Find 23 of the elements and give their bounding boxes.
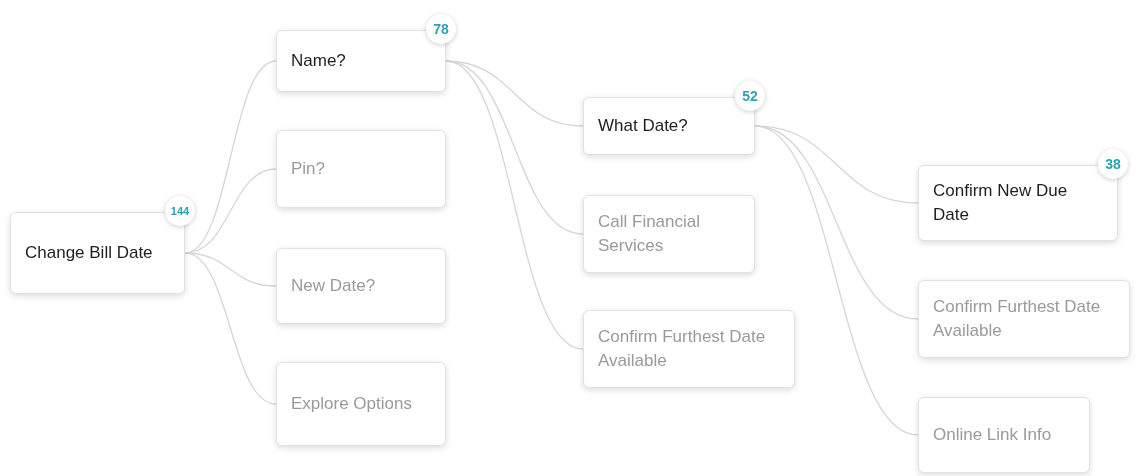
count-badge: 52	[735, 81, 765, 111]
step-label: Confirm Furthest Date Available	[598, 326, 767, 372]
step-label: New Date?	[291, 275, 376, 297]
step-card	[918, 397, 1090, 473]
step-label: What Date?	[598, 115, 688, 137]
step-label: Name?	[291, 50, 346, 72]
count-badge: 144	[165, 196, 195, 226]
connector-line	[445, 60, 584, 127]
step-label: Online Link Info	[933, 424, 1052, 446]
count-badge: 38	[1098, 149, 1128, 179]
count-badge: 78	[426, 14, 456, 44]
step-card	[918, 280, 1130, 358]
step-label: Explore Options	[291, 393, 412, 415]
step-card	[583, 195, 755, 273]
step-label: Confirm New Due Date	[933, 180, 1069, 226]
step-card	[276, 130, 446, 208]
step-label: Call Financial Services	[598, 211, 702, 257]
step-card	[276, 248, 446, 324]
step-label: Confirm Furthest Date Available	[933, 296, 1102, 342]
step-card	[276, 362, 446, 446]
step-card	[583, 310, 795, 388]
step-label: Pin?	[291, 158, 326, 180]
step-label: Change Bill Date	[25, 242, 153, 264]
